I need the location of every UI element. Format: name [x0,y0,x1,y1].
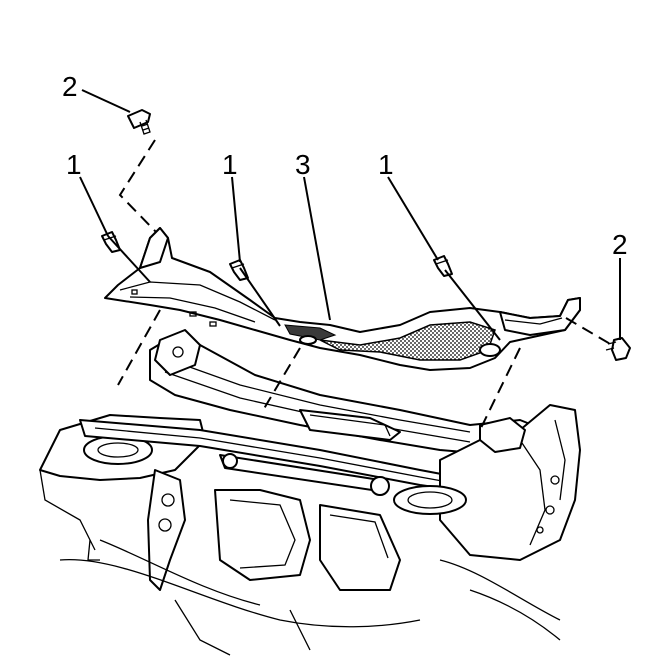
center-bracket [214,489,311,581]
cowl-grille [319,321,496,361]
cowl-left-tab [139,227,169,269]
callout-labels: 2 1 1 3 1 2 [62,71,628,260]
cowl-rib [284,324,337,341]
callout-1-left: 1 [66,149,82,180]
clip-right [433,255,453,277]
cowl-panel [104,227,581,371]
alignment-lines [117,139,613,431]
callout-2-left: 2 [62,71,78,102]
left-mount-bracket [154,329,201,376]
callout-3: 3 [295,149,311,180]
cowl-right-fitting [479,343,501,357]
callout-2-right: 2 [612,229,628,260]
right-strut-tower [393,485,467,515]
leader-lines [79,89,621,341]
callout-1-right: 1 [378,149,394,180]
bolt-left [127,109,151,135]
callout-1-middle: 1 [222,149,238,180]
brace [319,504,401,591]
body-structure [39,329,581,656]
clip-left [101,231,121,253]
lower-bracket-left [147,469,186,591]
washer-hole [299,335,317,345]
cowl-right-end [499,297,581,336]
right-mount-bracket [479,417,526,453]
bolt-right [605,337,631,361]
